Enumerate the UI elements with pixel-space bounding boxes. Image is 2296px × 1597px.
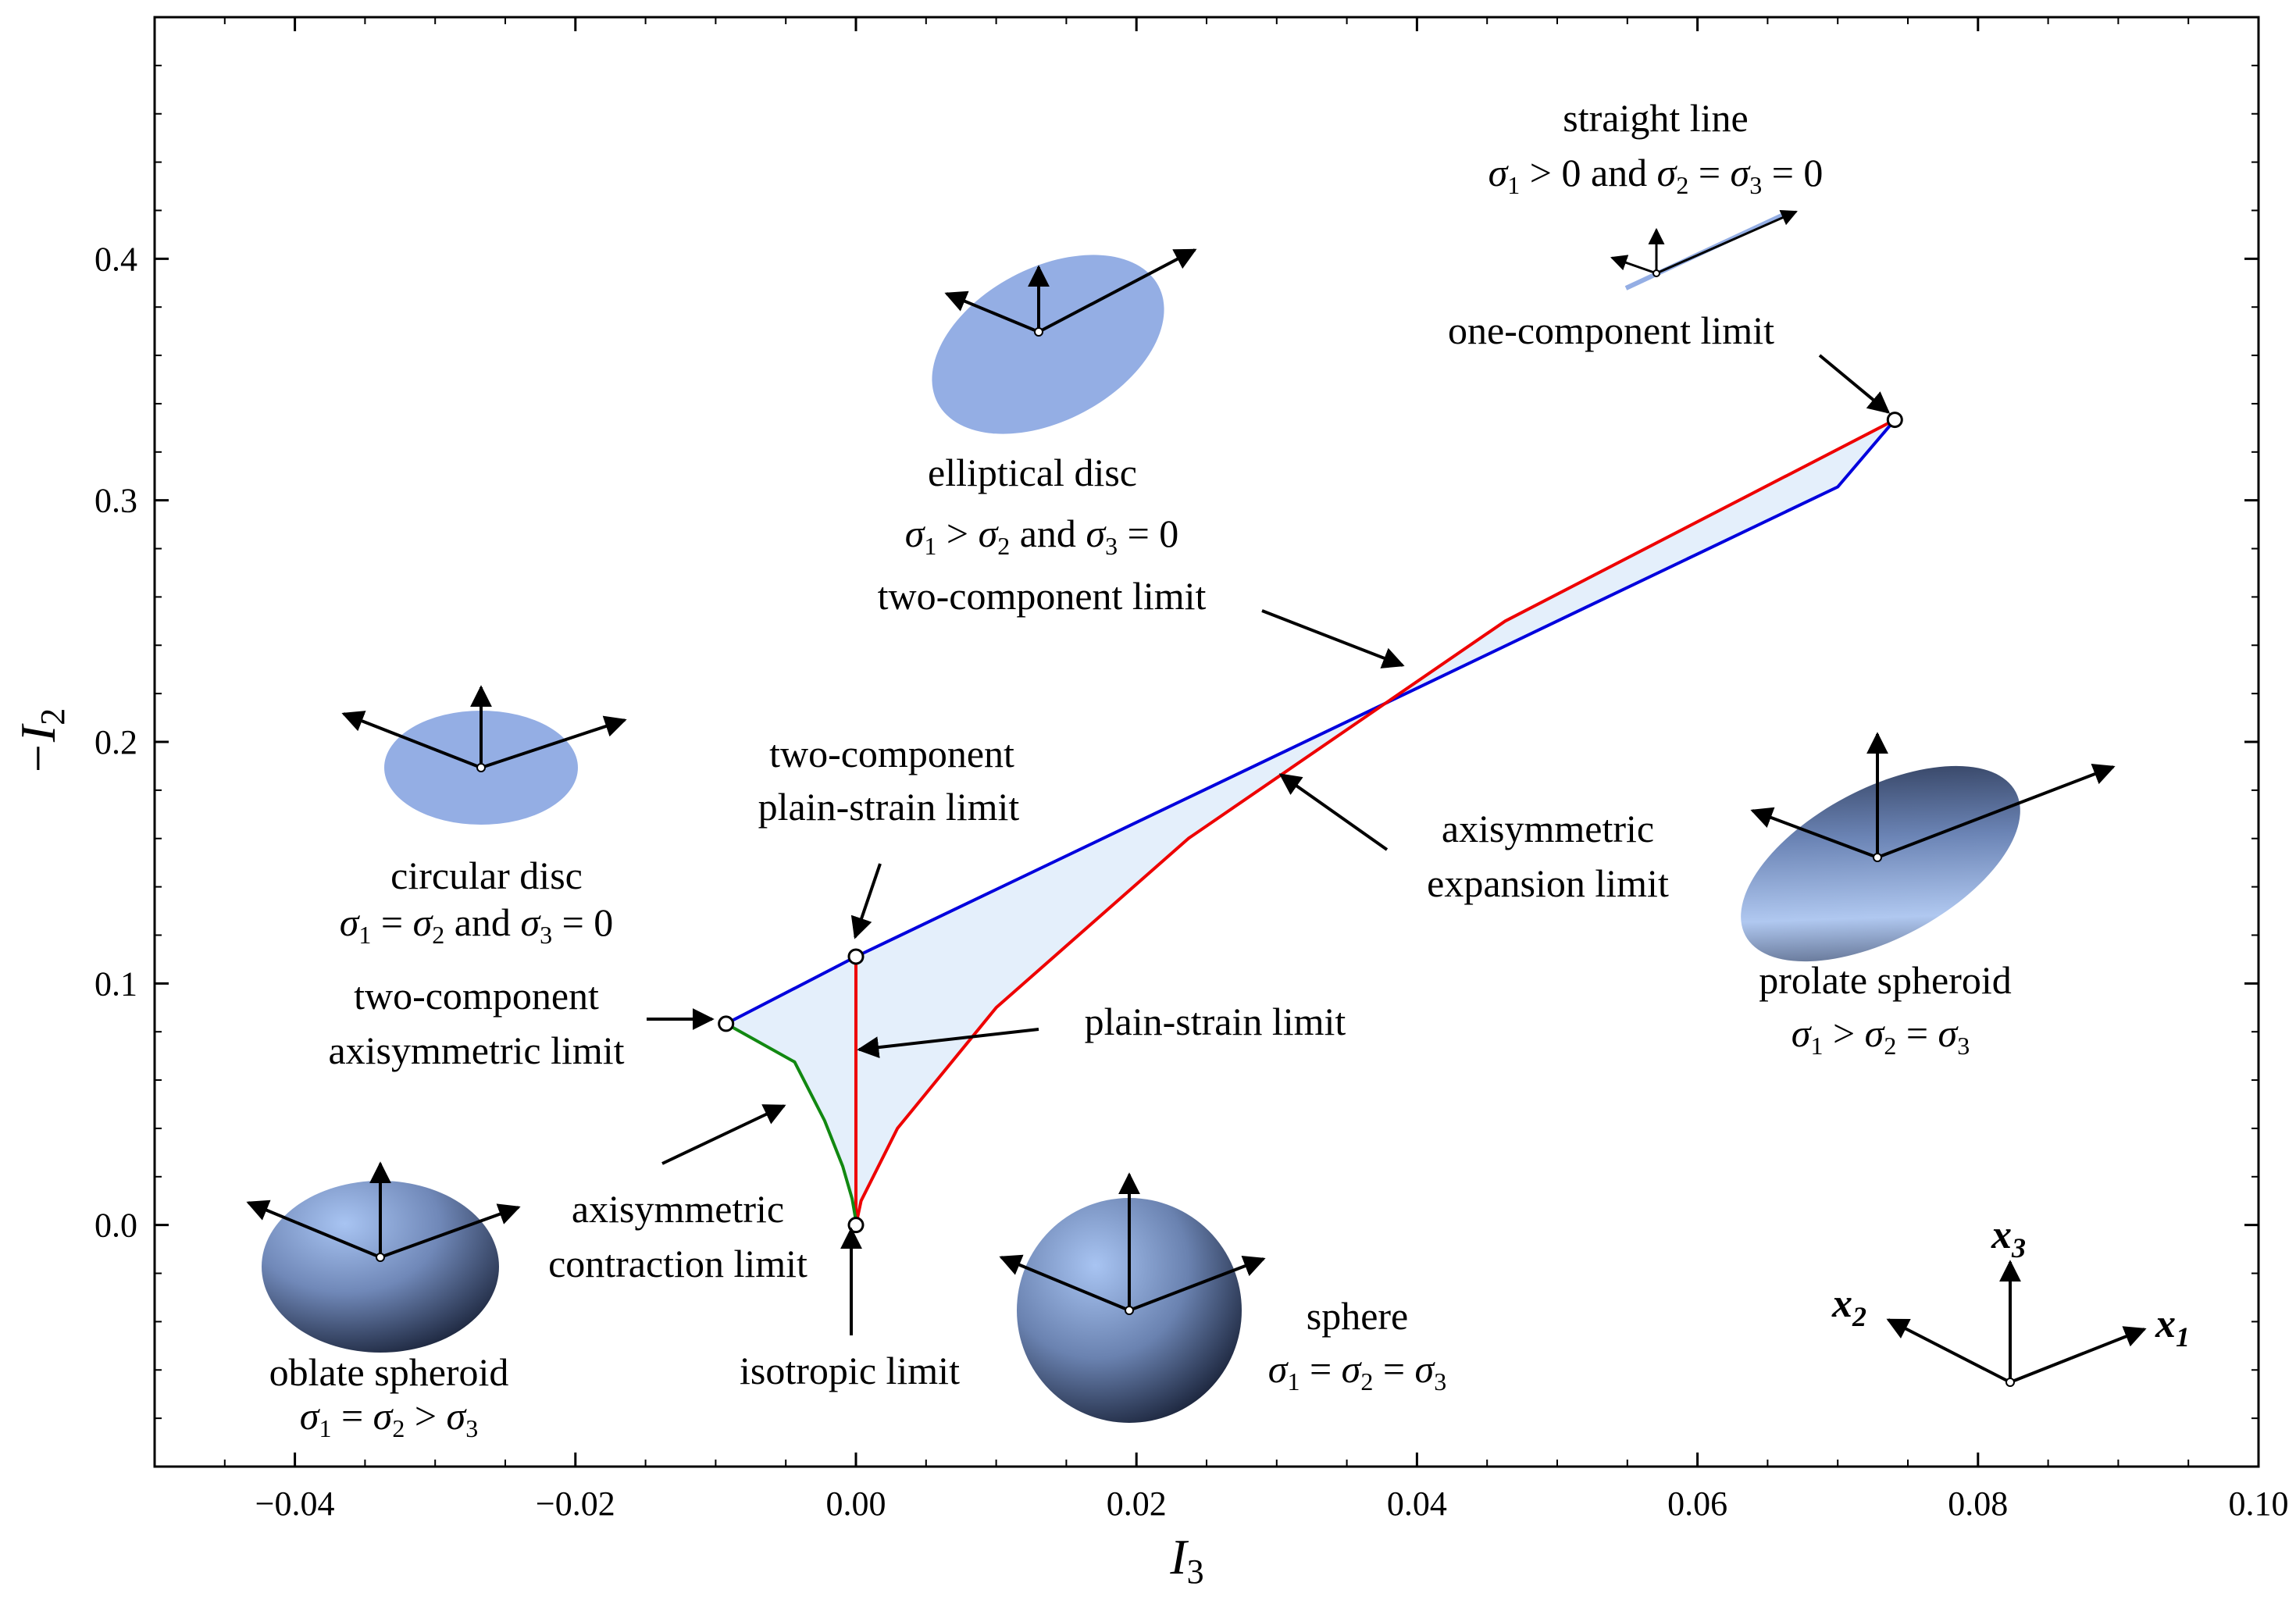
circular-disc-title: circular disc: [390, 854, 583, 897]
limit-point: [1886, 412, 1903, 429]
oblate-spheroid-shape: [262, 1181, 499, 1353]
prolate-spheroid-shape: [1741, 765, 2020, 962]
two-comp-axisym-line2: axisymmetric limit: [328, 1028, 624, 1072]
two-comp-plain-strain-arrow: [850, 863, 882, 939]
plain-strain-arrow: [857, 1028, 1039, 1059]
prolate-spheroid-title: prolate spheroid: [1759, 958, 2012, 1002]
two-comp-axisym-line1: two-component: [354, 974, 599, 1018]
y-axis-label-sub: 2: [34, 708, 72, 725]
elliptical-disc-condition: σ1 > σ2 and σ3 = 0: [905, 512, 1179, 560]
circular-disc-condition: σ1 = σ2 and σ3 = 0: [340, 900, 614, 949]
x-axis-ticks: −0.04 −0.02 0.00 0.02 0.04 0.06 0.08 0.10: [154, 17, 2289, 1523]
axisym-expansion-arrow: [1278, 773, 1389, 851]
two-comp-plain-strain-line2: plain-strain limit: [758, 785, 1020, 829]
axis-x1-label: x1: [2155, 1302, 2190, 1353]
elliptical-disc-shape: [932, 255, 1164, 434]
sphere-title: sphere: [1307, 1294, 1409, 1338]
limit-point: [847, 948, 865, 965]
axis-x1-sub: 1: [2176, 1321, 2190, 1353]
axisym-expansion-line1: axisymmetric: [1442, 807, 1654, 850]
y-axis-label-main: −I: [10, 723, 66, 775]
oblate-spheroid-title: oblate spheroid: [269, 1350, 509, 1394]
elliptical-disc-title: elliptical disc: [928, 451, 1137, 494]
two-comp-plain-strain-line1: two-component: [769, 732, 1014, 775]
y-tick-label: 0.1: [94, 964, 137, 1003]
x-tick-label: 0.04: [1387, 1485, 1447, 1523]
y-axis-label: −I2: [10, 708, 72, 776]
x-axis-label: I3: [1169, 1529, 1203, 1591]
prolate-spheroid-illustration: [1741, 732, 2116, 962]
x-tick-label: 0.06: [1667, 1485, 1727, 1523]
limit-point: [718, 1015, 735, 1032]
x-tick-label: −0.02: [536, 1485, 615, 1523]
x-axis-label-sub: 3: [1187, 1552, 1204, 1591]
two-component-label: two-component limit: [878, 574, 1207, 618]
axisym-contraction-arrow: [661, 1104, 786, 1165]
x-tick-label: 0.08: [1948, 1485, 2008, 1523]
axis-x2-label: x2: [1831, 1282, 1866, 1332]
axis-x2-main: x: [1831, 1282, 1852, 1326]
isotropic-label: isotropic limit: [740, 1349, 960, 1392]
axis-x3-label: x3: [1991, 1213, 2026, 1264]
y-tick-label: 0.0: [94, 1207, 137, 1245]
straight-line-condition: σ1 > 0 and σ2 = σ3 = 0: [1488, 151, 1824, 199]
two-component-arrow: [1261, 609, 1405, 668]
one-component-arrow: [1818, 354, 1891, 414]
x-axis-label-main: I: [1169, 1529, 1189, 1585]
axisym-expansion-line2: expansion limit: [1427, 861, 1669, 905]
axis-x1-main: x: [2155, 1302, 2176, 1346]
axis-x3-main: x: [1991, 1213, 2012, 1257]
limit-points: [718, 412, 1903, 1234]
axisymmetric-expansion-curve: [854, 418, 1896, 1226]
oblate-spheroid-condition: σ1 = σ2 > σ3: [300, 1394, 478, 1442]
sphere-illustration: [999, 1172, 1266, 1423]
y-tick-label: 0.3: [94, 482, 137, 520]
y-tick-label: 0.4: [94, 240, 137, 278]
x-tick-label: −0.04: [255, 1485, 335, 1523]
sphere-condition: σ1 = σ2 = σ3: [1268, 1347, 1446, 1396]
straight-line-title: straight line: [1563, 96, 1748, 140]
x-tick-label: 0.00: [826, 1485, 886, 1523]
prolate-spheroid-condition: σ1 > σ2 = σ3: [1792, 1011, 1970, 1060]
coordinate-axes-triad: x1 x2 x3: [1831, 1213, 2190, 1387]
y-tick-label: 0.2: [94, 723, 137, 761]
axis-x3-sub: 3: [2011, 1232, 2026, 1264]
x-tick-label: 0.02: [1107, 1485, 1167, 1523]
axis-x2-sub: 2: [1852, 1301, 1866, 1332]
x-tick-label: 0.10: [2229, 1485, 2289, 1523]
y-axis-ticks: 0.0 0.1 0.2 0.3 0.4: [94, 16, 2259, 1467]
oblate-spheroid-illustration: [246, 1161, 521, 1353]
plain-strain-label: plain-strain limit: [1085, 1000, 1346, 1043]
axisym-contraction-line1: axisymmetric: [572, 1187, 784, 1231]
one-component-label: one-component limit: [1448, 308, 1774, 352]
two-component-limit-line: [725, 419, 1896, 1025]
axisym-contraction-line2: contraction limit: [548, 1242, 808, 1285]
straight-line-illustration: [1610, 210, 1798, 291]
elliptical-disc-illustration: [932, 248, 1197, 434]
realizable-region-fill: [726, 419, 1895, 1225]
circular-disc-illustration: [341, 685, 627, 825]
